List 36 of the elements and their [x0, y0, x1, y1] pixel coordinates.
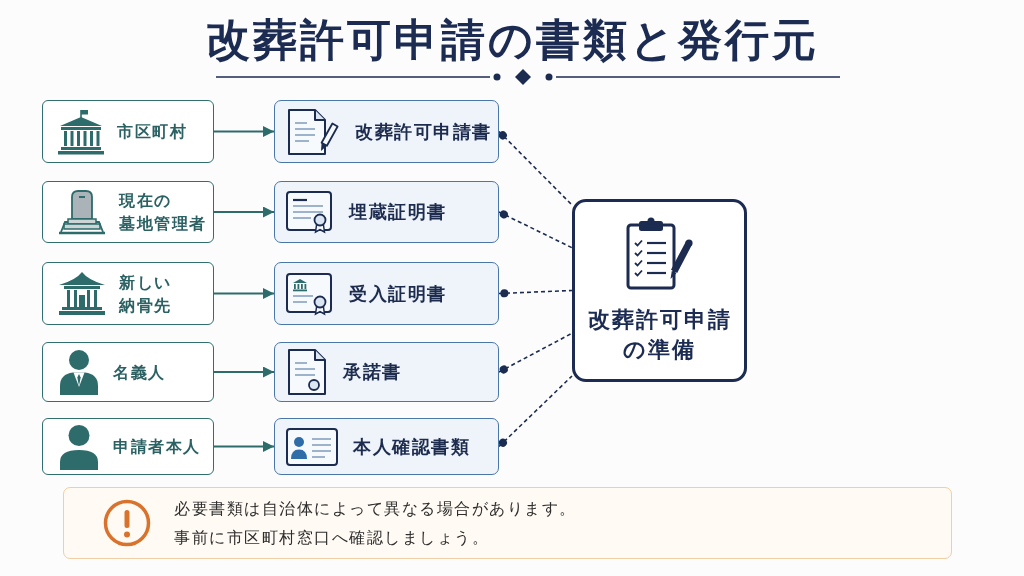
document-box	[274, 262, 499, 325]
note-text: 必要書類は自治体によって異なる場合があります。	[174, 498, 577, 520]
box-label: 承諾書	[343, 360, 402, 384]
box-label: 名義人	[113, 361, 166, 384]
issuer-box	[42, 100, 214, 163]
arrow	[213, 366, 275, 378]
document-box	[274, 181, 499, 243]
arrow	[213, 126, 275, 137]
document-box	[274, 100, 499, 163]
box-label: 本人確認書類	[353, 434, 470, 459]
document-box	[274, 342, 499, 402]
goal-box	[572, 199, 747, 382]
note-box	[63, 487, 952, 559]
box-label: 受入証明書	[349, 281, 447, 306]
document-box	[274, 418, 499, 475]
box-label: 新しい納骨先	[119, 271, 172, 317]
box-label: 市区町村	[117, 121, 187, 143]
issuer-box	[42, 181, 214, 243]
dashed-connector	[498, 332, 573, 374]
dashed-connector	[498, 289, 573, 298]
dashed-connector	[498, 210, 573, 249]
note-text: 事前に市区町村窓口へ確認しましょう。	[174, 527, 490, 549]
box-label: 改葬許可申請の準備	[586, 306, 733, 364]
arrow	[213, 288, 275, 299]
issuer-box	[42, 262, 214, 325]
title: 改葬許可申請の書類と発行元	[205, 14, 819, 66]
box-label: 現在の墓地管理者	[119, 190, 207, 235]
box-label: 改葬許可申請書	[355, 119, 492, 144]
box-label: 申請者本人	[113, 436, 201, 458]
box-label: 埋蔵証明書	[349, 200, 447, 224]
arrow	[213, 206, 275, 218]
issuer-box	[42, 418, 214, 475]
dashed-connector	[498, 375, 573, 448]
arrow	[213, 441, 275, 452]
issuer-box	[42, 342, 214, 402]
dashed-connector	[498, 130, 573, 206]
